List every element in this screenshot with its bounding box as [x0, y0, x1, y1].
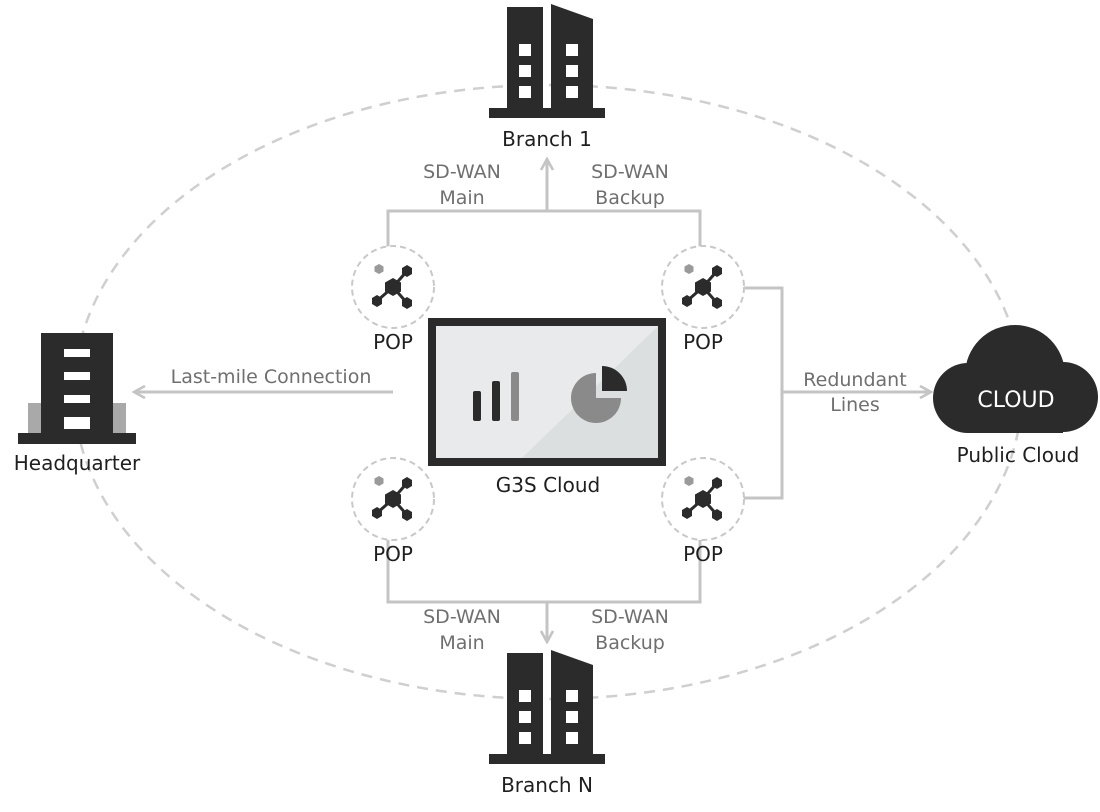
- building-icon: [489, 650, 605, 764]
- bottom-main-line2: Main: [439, 632, 484, 654]
- connection-lines: [135, 160, 930, 641]
- redundant-line2: Lines: [830, 394, 880, 416]
- top-main-line1: SD-WAN: [423, 161, 501, 183]
- pop-node-bottom-left: POP: [350, 456, 436, 566]
- bottom-main-line1: SD-WAN: [423, 606, 501, 628]
- public-cloud-node: CLOUD Public Cloud: [933, 325, 1098, 467]
- headquarter-building-icon: [18, 333, 136, 444]
- network-hub-icon: [660, 456, 746, 542]
- redundant-line-bracket: [742, 286, 784, 500]
- cloud-icon-text: CLOUD: [977, 388, 1054, 413]
- pop-label: POP: [373, 330, 413, 354]
- last-mile-label: Last-mile Connection: [171, 366, 372, 388]
- headquarter-label: Headquarter: [14, 451, 141, 475]
- g3s-cloud-node: G3S Cloud: [428, 318, 666, 497]
- public-cloud-label: Public Cloud: [957, 443, 1080, 467]
- pop-node-bottom-right: POP: [660, 456, 746, 566]
- pop-node-top-left: POP: [350, 244, 436, 354]
- bottom-pop-link: [386, 540, 702, 604]
- pop-label: POP: [683, 330, 723, 354]
- bottom-backup-line1: SD-WAN: [591, 606, 669, 628]
- branch-1-node: Branch 1: [489, 4, 605, 151]
- top-main-line2: Main: [439, 187, 484, 209]
- pop-label: POP: [373, 542, 413, 566]
- network-hub-icon: [660, 244, 746, 330]
- pop-node-top-right: POP: [660, 244, 746, 354]
- branch-n-label: Branch N: [501, 773, 593, 797]
- bottom-backup-line2: Backup: [595, 632, 665, 654]
- cloud-icon: [933, 325, 1098, 433]
- branch-1-label: Branch 1: [502, 127, 592, 151]
- branch-n-node: Branch N: [489, 650, 605, 797]
- g3s-cloud-label: G3S Cloud: [496, 473, 600, 497]
- network-hub-icon: [350, 244, 436, 330]
- network-hub-icon: [350, 456, 436, 542]
- pop-label: POP: [683, 542, 723, 566]
- top-backup-line2: Backup: [595, 187, 665, 209]
- dashboard-monitor-icon: [473, 366, 627, 423]
- building-icon: [489, 4, 605, 118]
- redundant-line1: Redundant: [803, 369, 906, 391]
- top-pop-link: [386, 209, 702, 250]
- headquarter-node: Headquarter: [14, 333, 141, 475]
- top-backup-line1: SD-WAN: [591, 161, 669, 183]
